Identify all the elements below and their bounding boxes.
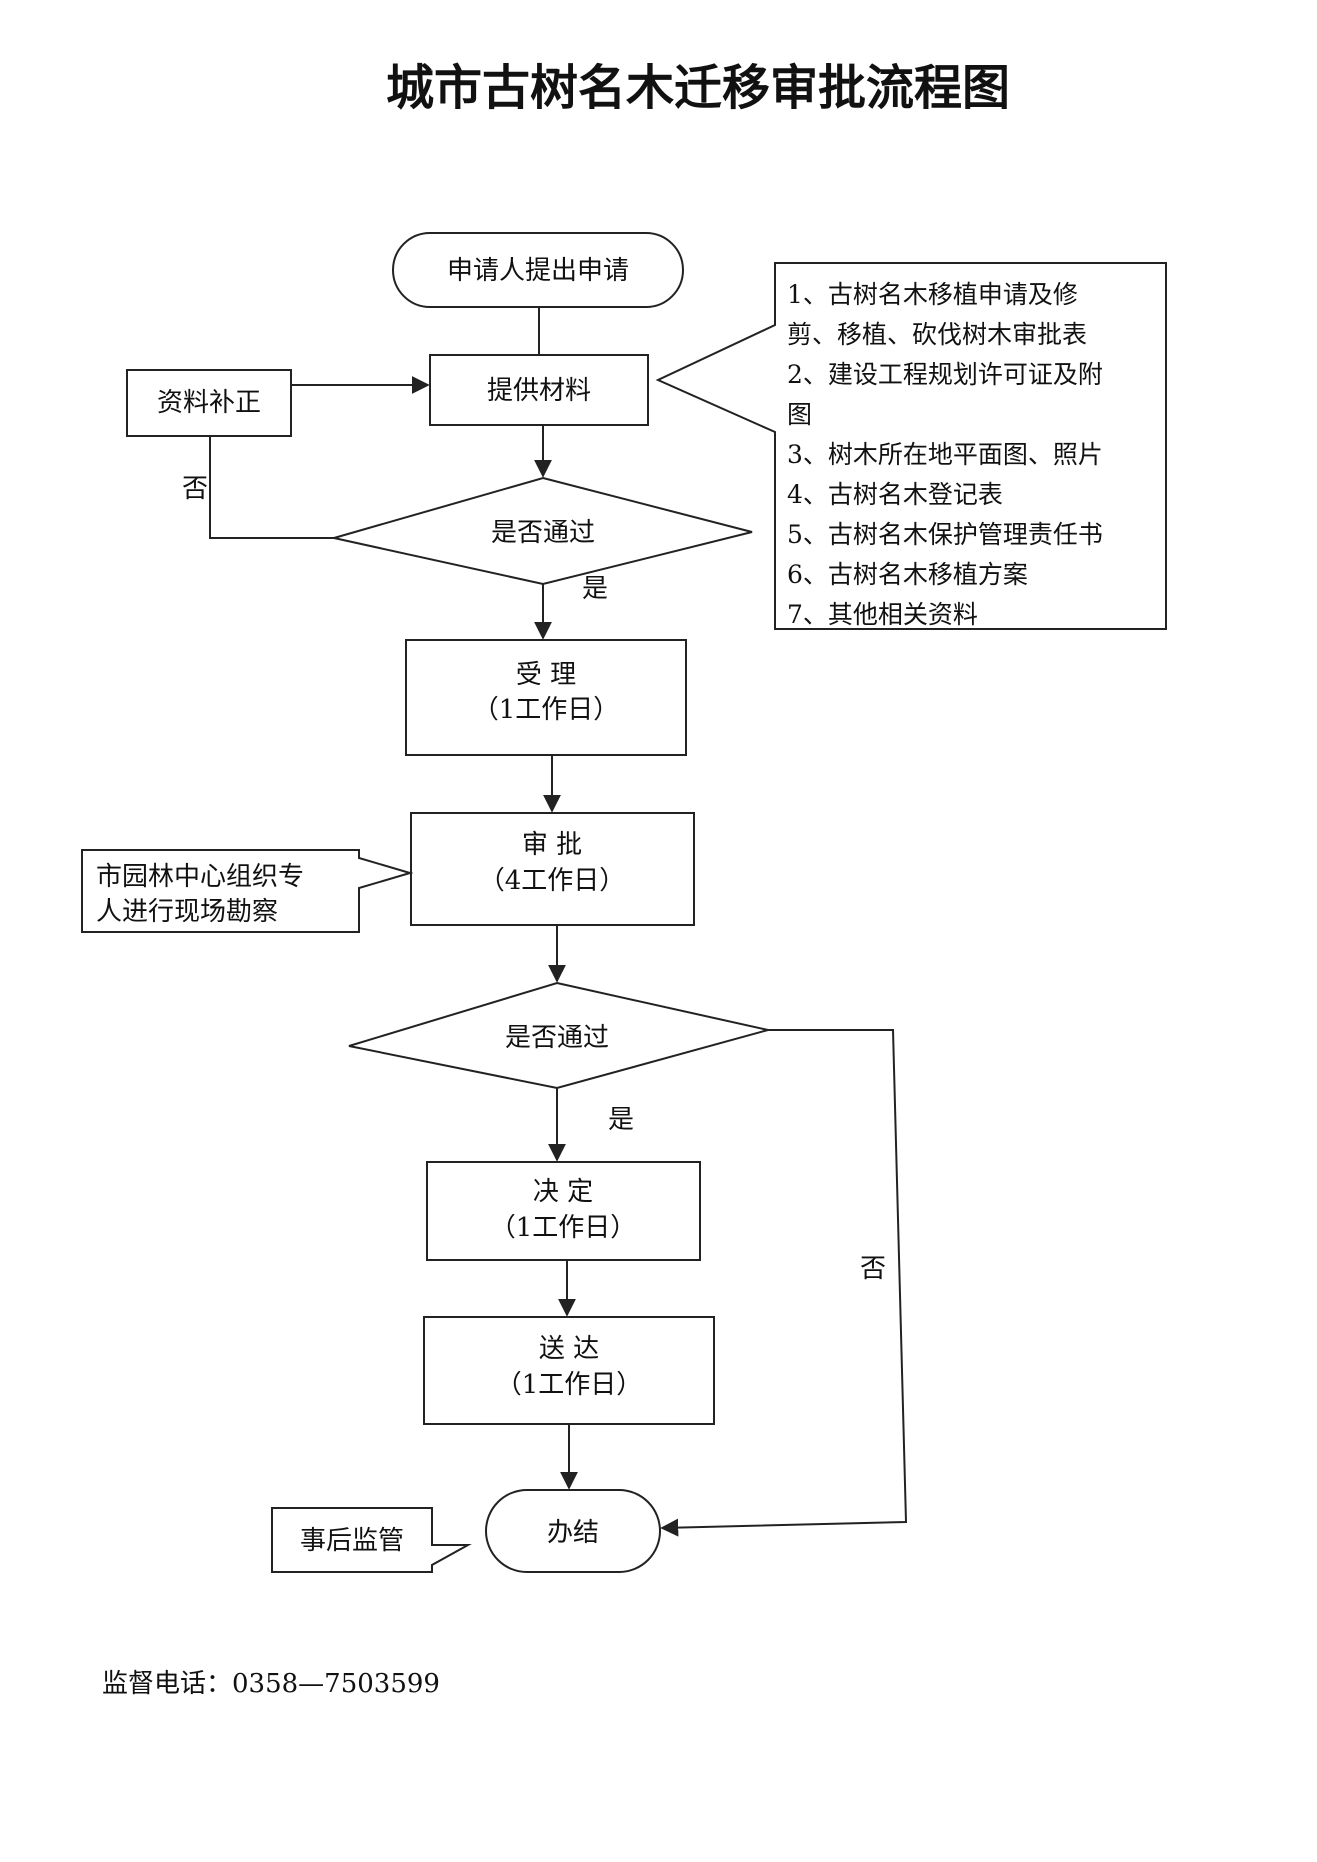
accept-label: 受 理 <box>516 660 576 690</box>
edge-label-no-1: 否 <box>182 474 208 504</box>
requirements-callout <box>655 262 1167 630</box>
supplement-label: 资料补正 <box>157 388 261 418</box>
decide-label: 决 定 <box>533 1177 593 1207</box>
requirement-line: 7、其他相关资料 <box>787 600 978 629</box>
finish-terminator <box>485 1489 661 1573</box>
supervision-label: 事后监管 <box>300 1526 404 1556</box>
requirement-line: 6、古树名木移植方案 <box>787 560 1028 589</box>
requirement-line: 图 <box>787 400 812 429</box>
edge-label-yes-1: 是 <box>582 574 608 604</box>
deliver-label: 送 达 <box>539 1334 599 1364</box>
requirement-line: 2、建设工程规划许可证及附 <box>787 360 1103 389</box>
decision-2-label: 是否通过 <box>505 1023 609 1053</box>
connector-decision1-no <box>209 436 334 539</box>
edge-label-no-2: 否 <box>860 1254 886 1284</box>
survey-line: 人进行现场勘察 <box>96 897 278 927</box>
approve-box <box>410 812 695 926</box>
provide-materials-label: 提供材料 <box>487 376 591 406</box>
decide-box <box>426 1161 701 1261</box>
deliver-box <box>423 1316 715 1425</box>
supervision-phone: 监督电话：0358—7503599 <box>102 1669 440 1699</box>
supplement-box <box>126 369 292 437</box>
requirement-line: 剪、移植、砍伐树木审批表 <box>787 320 1087 349</box>
provide-materials-box <box>429 354 649 426</box>
edge-label-yes-2: 是 <box>608 1105 634 1135</box>
arrow-decision2-no <box>660 1029 908 1537</box>
approve-label: 审 批 <box>522 830 582 860</box>
requirement-line: 4、古树名木登记表 <box>787 480 1003 509</box>
page-title: 城市古树名木迁移审批流程图 <box>386 60 1010 116</box>
decide-days: （1工作日） <box>490 1213 637 1243</box>
requirement-line: 5、古树名木保护管理责任书 <box>787 520 1103 549</box>
accept-box <box>405 639 687 756</box>
deliver-days: （1工作日） <box>496 1370 643 1400</box>
survey-callout <box>81 849 414 933</box>
supervision-callout <box>271 1507 472 1573</box>
finish-label: 办结 <box>547 1518 599 1548</box>
approve-days: （4工作日） <box>479 866 626 896</box>
decision-1-label: 是否通过 <box>491 518 595 548</box>
accept-days: （1工作日） <box>473 695 620 725</box>
start-label: 申请人提出申请 <box>447 256 629 286</box>
requirement-line: 1、古树名木移植申请及修 <box>787 280 1078 309</box>
requirement-line: 3、树木所在地平面图、照片 <box>787 440 1103 469</box>
survey-line: 市园林中心组织专 <box>96 862 304 892</box>
requirements-list: 1、古树名木移植申请及修 剪、移植、砍伐树木审批表 2、建设工程规划许可证及附 … <box>787 280 1103 629</box>
